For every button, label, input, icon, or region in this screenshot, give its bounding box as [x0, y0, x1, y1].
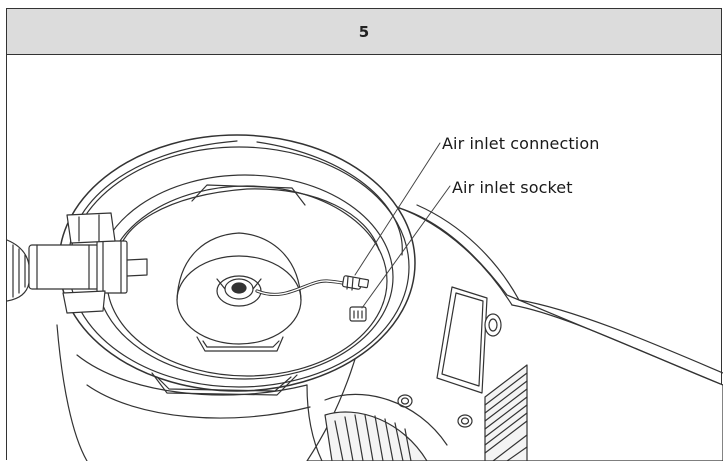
side-attachment — [6, 212, 148, 314]
callout-air-inlet-connection: Air inlet connection — [442, 134, 600, 153]
appliance-drawing — [6, 134, 724, 462]
callout-air-inlet-socket: Air inlet socket — [452, 178, 573, 197]
leader-line-air-inlet-connection — [354, 142, 441, 276]
leader-line-air-inlet-socket — [361, 185, 451, 309]
leader-lines — [354, 142, 451, 309]
air-hose — [255, 275, 370, 322]
step-header: 5 — [7, 9, 721, 55]
tank-body — [56, 324, 323, 462]
step-number: 5 — [358, 22, 370, 41]
central-hub — [176, 232, 302, 352]
instruction-panel: 5 — [6, 8, 724, 462]
technical-illustration: Air inlet connection Air inlet socket — [6, 55, 724, 462]
